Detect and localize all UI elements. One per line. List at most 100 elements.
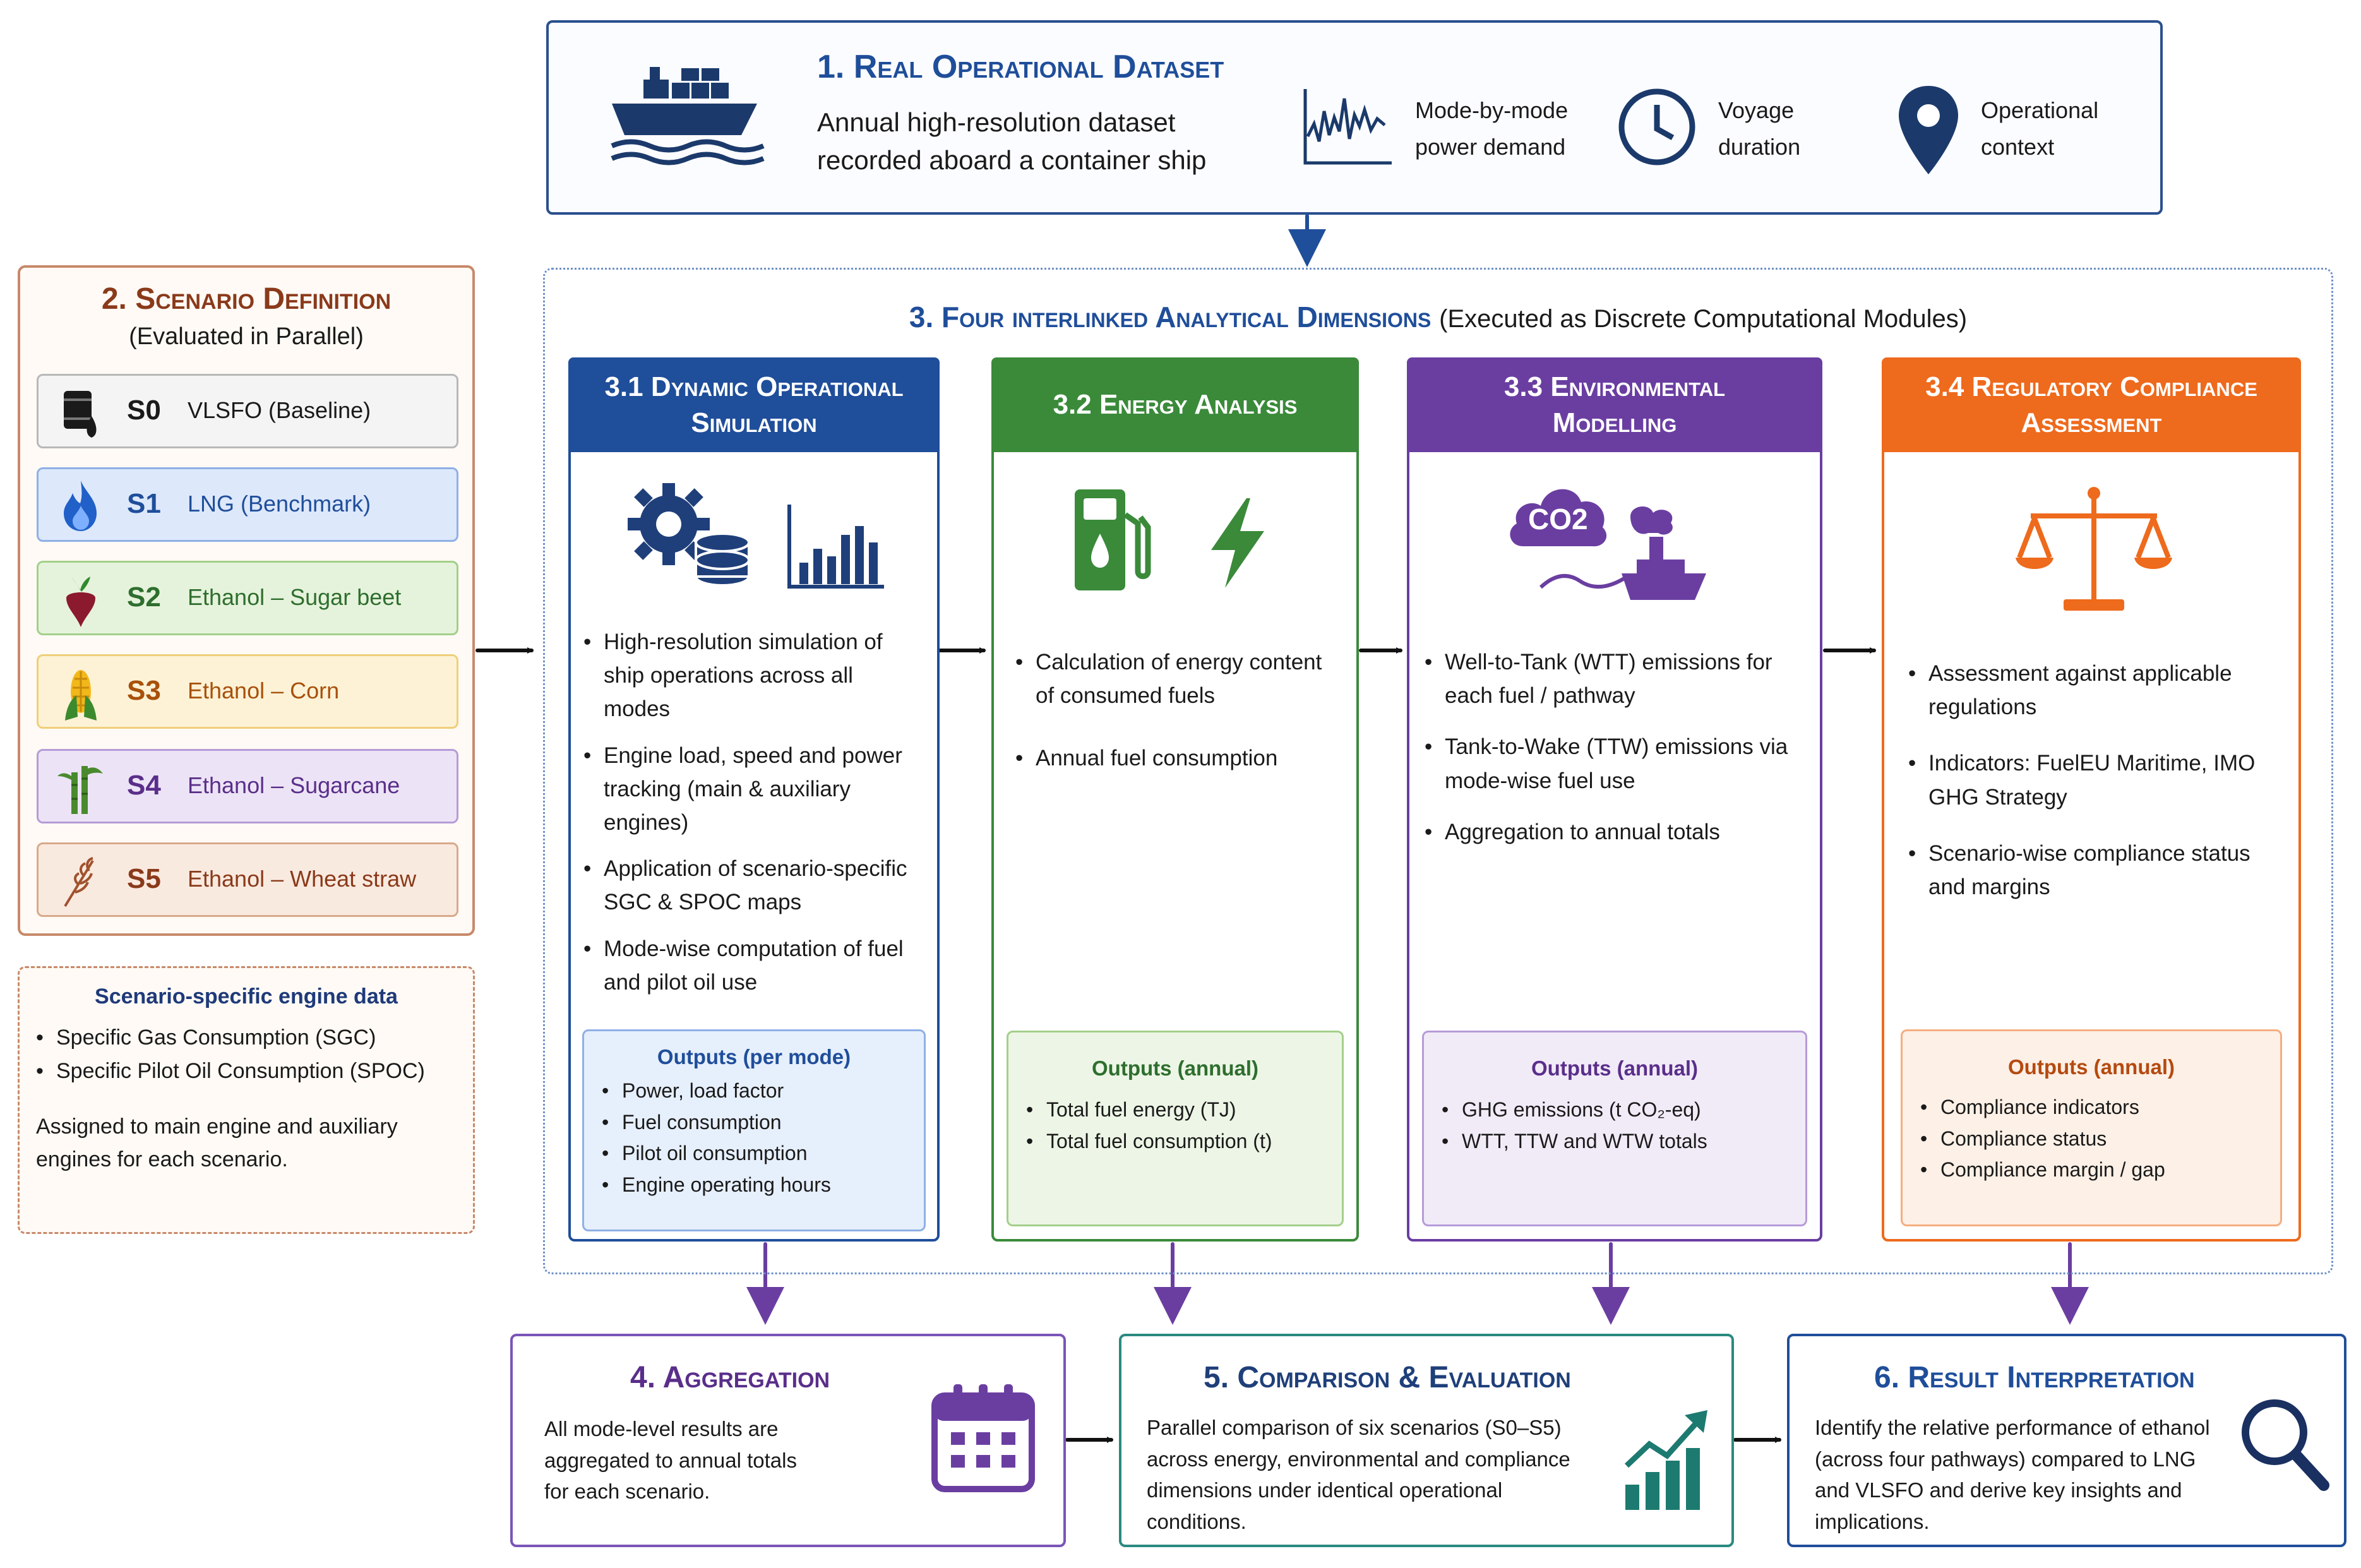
scenario-code: S5 [127,863,161,894]
bar-chart-icon [787,505,884,589]
scenario-definition-box: 2. Scenario Definition (Evaluated in Par… [18,265,475,936]
location-pin-icon [1899,86,1958,174]
outputs-box: Outputs (annual) Total fuel energy (TJ) … [1007,1031,1344,1226]
column-title-line2: Simulation [691,407,817,438]
column-bullets: Well-to-Tank (WTT) emissions for each fu… [1425,645,1807,861]
output-item: GHG emissions (t CO₂-eq) [1442,1094,1805,1126]
scenario-code: S1 [127,488,161,519]
engine-data-list: Specific Gas Consumption (SGC) Specific … [36,1021,425,1087]
scenario-s0: S0 VLSFO (Baseline) [37,374,458,448]
column-dynamic-simulation: 3.1 Dynamic Operational Simulation High-… [568,357,940,1242]
comparison-line: conditions. [1147,1509,1246,1533]
result-title: 6. Result Interpretation [1874,1361,2195,1394]
column-bullet: Calculation of energy content of consume… [1015,645,1344,712]
column-header: 3.4 Regulatory Compliance Assessment [1882,357,2301,452]
column-title-line2: Modelling [1552,407,1677,438]
output-item: WTT, TTW and WTW totals [1442,1126,1805,1158]
aggregation-box: 4. Aggregation All mode-level results ar… [510,1334,1066,1547]
analytical-dimensions-box: 3. Four interlinked Analytical Dimension… [543,268,2333,1274]
scenario-s3: S3 Ethanol – Corn [37,654,458,729]
column-bullet: Annual fuel consumption [1015,741,1344,775]
outputs-list: GHG emissions (t CO₂-eq) WTT, TTW and WT… [1442,1094,1805,1157]
real-operational-dataset-box: 1. Real Operational Dataset Annual high-… [546,20,2163,215]
output-item: Engine operating hours [602,1170,924,1201]
comparison-line: Parallel comparison of six scenarios (S0… [1147,1416,1562,1439]
flame-icon [64,481,97,531]
outputs-title: Outputs (annual) [2008,1055,2175,1079]
operational-label-2: context [1981,134,2055,160]
output-item: Fuel consumption [602,1107,924,1139]
column-title-line1: 3.4 Regulatory Compliance [1925,371,2257,402]
comparison-text: Parallel comparison of six scenarios (S0… [1147,1412,1570,1537]
box3-title-row: 3. Four interlinked Analytical Dimension… [545,300,2331,334]
engine-data-item: Specific Gas Consumption (SGC) [36,1021,425,1055]
output-item: Compliance indicators [1920,1092,2280,1123]
column-bullets: Assessment against applicable regulation… [1908,657,2286,916]
calendar-icon [931,1384,1035,1492]
outputs-box: Outputs (annual) Compliance indicators C… [1901,1029,2282,1226]
column-environmental-modelling: 3.3 Environmental Modelling CO2 Well-to-… [1407,357,1822,1242]
box2-title: 2. Scenario Definition [101,282,392,316]
sugar-beet-icon [66,577,95,627]
sugarcane-icon [57,766,103,814]
result-line: (across four pathways) compared to LNG [1815,1447,2196,1471]
engine-data-box: Scenario-specific engine data Specific G… [18,966,475,1234]
aggregation-line: aggregated to annual totals [544,1448,797,1472]
power-demand-label-2: power demand [1415,134,1566,160]
column-bullet: Tank-to-Wake (TTW) emissions via mode-wi… [1425,730,1807,797]
aggregation-title: 4. Aggregation [630,1361,830,1394]
column-energy-analysis: 3.2 Energy Analysis Calculation of energ… [991,357,1359,1242]
power-demand-label-1: Mode-by-mode [1415,97,1569,123]
column-header: 3.1 Dynamic Operational Simulation [568,357,940,452]
operational-label-1: Operational [1981,97,2099,123]
engine-data-item: Specific Pilot Oil Consumption (SPOC) [36,1055,425,1088]
box3-title: 3. Four interlinked Analytical Dimension… [909,301,1432,333]
outputs-box: Outputs (per mode) Power, load factor Fu… [582,1029,926,1231]
scenario-name: Ethanol – Wheat straw [188,866,417,892]
clock-icon [1618,88,1695,165]
box1-title: 1. Real Operational Dataset [817,49,1224,85]
scales-icon [2016,487,2172,611]
output-item: Total fuel energy (TJ) [1026,1094,1342,1126]
column-title-line2: Assessment [2021,407,2162,438]
column-bullet: Well-to-Tank (WTT) emissions for each fu… [1425,645,1807,712]
outputs-box: Outputs (annual) GHG emissions (t CO₂-eq… [1422,1031,1807,1226]
scenario-name: LNG (Benchmark) [188,491,371,517]
voyage-label-2: duration [1718,134,1801,160]
aggregation-line: for each scenario. [544,1480,710,1503]
outputs-list: Compliance indicators Compliance status … [1920,1092,2280,1186]
box1-desc-line2: recorded aboard a container ship [817,145,1207,175]
scenario-name: VLSFO (Baseline) [188,397,371,423]
result-line: Identify the relative performance of eth… [1815,1416,2210,1439]
scenario-code: S3 [127,675,161,706]
gear-database-icon [628,483,750,587]
column-bullet: Aggregation to annual totals [1425,815,1807,849]
outputs-title: Outputs (annual) [1092,1056,1258,1080]
scenario-s1: S1 LNG (Benchmark) [37,467,458,542]
scenario-name: Ethanol – Corn [188,678,340,703]
result-line: and VLSFO and derive key insights and [1815,1478,2182,1502]
scenario-name: Ethanol – Sugarcane [188,772,400,798]
outputs-title: Outputs (annual) [1531,1056,1698,1080]
column-bullet: Indicators: FuelEU Maritime, IMO GHG Str… [1908,746,2286,813]
result-text: Identify the relative performance of eth… [1815,1412,2210,1537]
factory-ship-icon [1539,506,1706,600]
result-line: implications. [1815,1509,1930,1533]
comparison-line: dimensions under identical operational [1147,1478,1503,1502]
engine-data-note-2: engines for each scenario. [36,1147,288,1171]
outputs-list: Total fuel energy (TJ) Total fuel consum… [1026,1094,1342,1157]
co2-cloud-icon: CO2 [1504,477,1611,553]
scenario-code: S0 [127,395,161,426]
engine-data-title: Scenario-specific engine data [95,984,398,1008]
column-bullets: High-resolution simulation of ship opera… [583,625,924,1012]
output-item: Pilot oil consumption [602,1138,924,1170]
scenario-s2: S2 Ethanol – Sugar beet [37,561,458,635]
column-regulatory-compliance: 3.4 Regulatory Compliance Assessment Ass… [1882,357,2301,1242]
scenario-s4: S4 Ethanol – Sugarcane [37,749,458,823]
column-bullets: Calculation of energy content of consume… [1015,645,1344,788]
comparison-line: across energy, environmental and complia… [1147,1447,1570,1471]
comparison-title: 5. Comparison & Evaluation [1204,1361,1571,1394]
output-item: Compliance margin / gap [1920,1154,2280,1186]
power-waveform-icon [1303,89,1392,165]
lightning-icon [1211,498,1264,588]
